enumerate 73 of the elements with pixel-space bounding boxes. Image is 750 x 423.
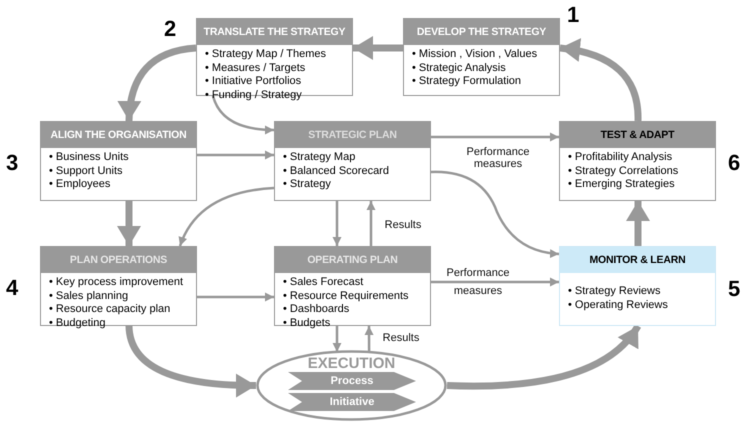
process-box (559, 121, 716, 201)
arrow (366, 201, 376, 246)
bullet-item: • Strategy Map (283, 151, 356, 164)
chevron-label: Initiative (328, 395, 376, 410)
bullet-item: • Initiative Portfolios (205, 75, 302, 88)
step-number: 3 (6, 150, 18, 176)
edge-label: Results (382, 332, 420, 344)
process-box (40, 121, 197, 201)
process-box (274, 121, 431, 201)
bullet-item: • Strategy Reviews (568, 285, 662, 298)
arrow (364, 326, 374, 352)
edge-label: Performance measures (446, 266, 510, 299)
step-number: 6 (728, 150, 740, 176)
bullet-item: • Profitability Analysis (568, 151, 674, 164)
bullet-item: • Emerging Strategies (568, 178, 676, 192)
box-header: PLAN OPERATIONS (41, 247, 196, 273)
bullet-item: • Strategic Analysis (412, 62, 507, 75)
bullet-item: • Budgets (283, 316, 332, 330)
bullet-item: • Strategy Formulation (412, 75, 522, 88)
bullet-item: • Mission , Vision , Values (412, 48, 538, 62)
step-number: 5 (728, 276, 740, 302)
arrow (197, 292, 274, 302)
arrow (118, 44, 196, 122)
arrow (431, 170, 560, 258)
arrow (353, 36, 403, 60)
step-number: 4 (6, 275, 18, 301)
edge-label: Performance measures (466, 146, 530, 170)
bullet-item: • Measures / Targets (205, 62, 306, 75)
box-header: DEVELOP THE STRATEGY (404, 19, 559, 45)
box-header: OPERATING PLAN (275, 247, 430, 273)
bullet-item: • Funding / Strategy (205, 88, 303, 102)
bullet-item: • Strategy (283, 178, 332, 192)
bullet-item: • Key process improvement (49, 276, 184, 290)
edge-label: Results (384, 219, 422, 231)
step-number: 1 (567, 2, 580, 28)
box-header: ALIGN THE ORGANISATION (41, 122, 196, 148)
process-box (403, 18, 560, 96)
bullet-item: • Sales Forecast (283, 276, 364, 290)
bullet-item: • Support Units (49, 164, 124, 178)
arrow (446, 324, 641, 390)
chevron-label: Process (330, 374, 374, 389)
bullet-item: • Business Units (49, 151, 130, 164)
step-number: 2 (164, 16, 176, 42)
arrow (626, 201, 650, 246)
box-header: TEST & ADAPT (560, 122, 715, 148)
arrow (431, 132, 559, 142)
arrow (332, 326, 342, 352)
arrow (126, 326, 256, 398)
bullet-item: • Resource Requirements (283, 290, 410, 303)
arrow (178, 186, 274, 246)
arrow (212, 96, 274, 134)
bullet-item: • Operating Reviews (568, 298, 669, 312)
bullet-item: • Balanced Scorecard (283, 164, 390, 178)
bullet-item: • Strategy Map / Themes (205, 48, 328, 62)
bullet-item: • Employees (49, 178, 112, 192)
arrow (332, 201, 342, 246)
bullet-item: • Strategy Correlations (568, 164, 680, 178)
arrow (560, 38, 642, 122)
ellipse-title: EXECUTION (306, 355, 396, 372)
bullet-item: • Resource capacity plan (49, 303, 172, 316)
box-header: MONITOR & LEARN (560, 247, 715, 273)
bullet-item: • Budgeting (49, 316, 106, 330)
bullet-item: • Sales planning (49, 290, 130, 303)
chevron-shape (288, 372, 416, 390)
box-header: STRATEGIC PLAN (275, 122, 430, 148)
execution-ellipse (256, 350, 447, 421)
bullet-item: • Dashboards (283, 303, 350, 316)
chevron-shape (288, 393, 416, 411)
box-header: TRANSLATE THE STRATEGY (197, 19, 352, 45)
process-box (559, 246, 716, 326)
arrow (197, 150, 274, 160)
arrow (431, 278, 559, 286)
arrow (117, 201, 141, 246)
